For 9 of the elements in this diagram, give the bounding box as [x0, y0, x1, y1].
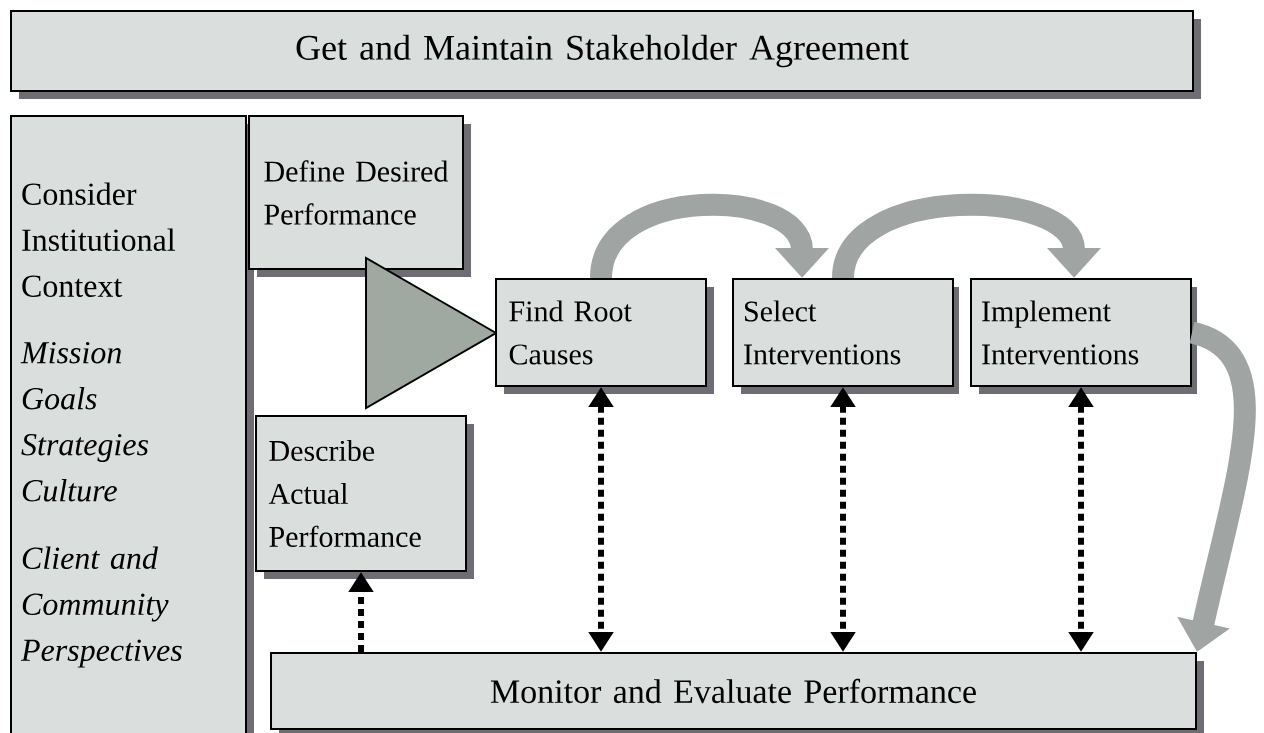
process-box: Find Root Causes — [495, 278, 714, 394]
arrow — [832, 194, 1101, 281]
process-box: Define Desired Performance — [248, 115, 471, 277]
context-panel: Consider Institutional Context Mission Goals Strategies Culture Client and Community Perspectives — [10, 115, 254, 733]
process-box: Describe Actual Performance — [255, 415, 474, 579]
process-box: Select Interventions — [732, 278, 959, 394]
banner-box: Monitor and Evaluate Performance — [270, 652, 1204, 733]
process-box: Implement Interventions — [970, 278, 1197, 394]
banner-box: Get and Maintain Stakeholder Agreement — [10, 10, 1201, 99]
